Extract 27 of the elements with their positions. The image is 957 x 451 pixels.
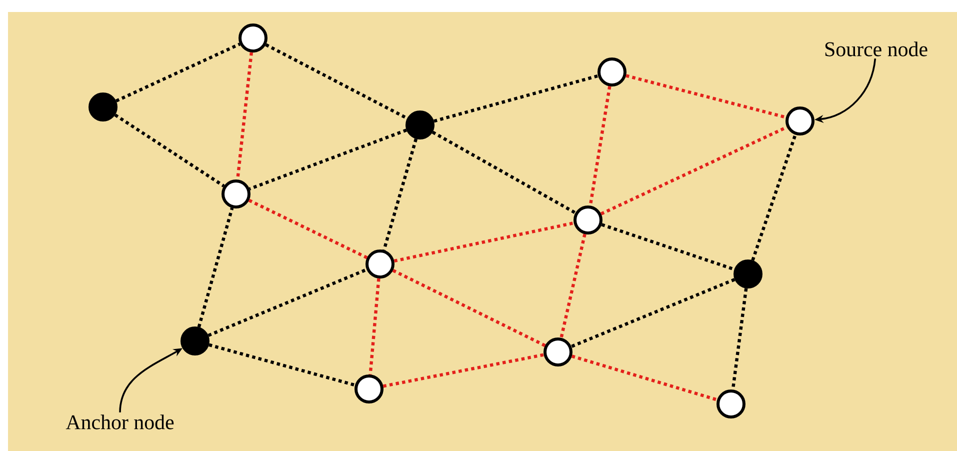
link-line	[570, 278, 736, 348]
link-line	[368, 278, 380, 375]
link-line	[208, 268, 368, 337]
link-line	[382, 138, 418, 250]
link-line	[197, 208, 234, 328]
link-line	[432, 130, 576, 214]
node-label: Anchor node	[66, 414, 174, 430]
link-line	[248, 198, 368, 260]
link-line	[731, 288, 748, 390]
link-line	[601, 223, 735, 271]
link-line	[392, 268, 546, 347]
link-line	[751, 134, 797, 261]
link-line	[600, 126, 788, 216]
link-line	[116, 42, 240, 102]
sensor-node	[716, 390, 746, 418]
link-line	[560, 234, 586, 338]
link-line	[626, 74, 786, 119]
link-line	[394, 221, 574, 263]
link-line	[114, 114, 225, 188]
link-line	[434, 74, 598, 123]
link-line	[249, 128, 407, 190]
link-line	[571, 354, 718, 402]
link-line	[208, 343, 356, 387]
link-line	[588, 86, 612, 206]
node-label: Source node	[825, 42, 928, 56]
link-line	[382, 353, 544, 388]
link-line	[265, 43, 408, 120]
